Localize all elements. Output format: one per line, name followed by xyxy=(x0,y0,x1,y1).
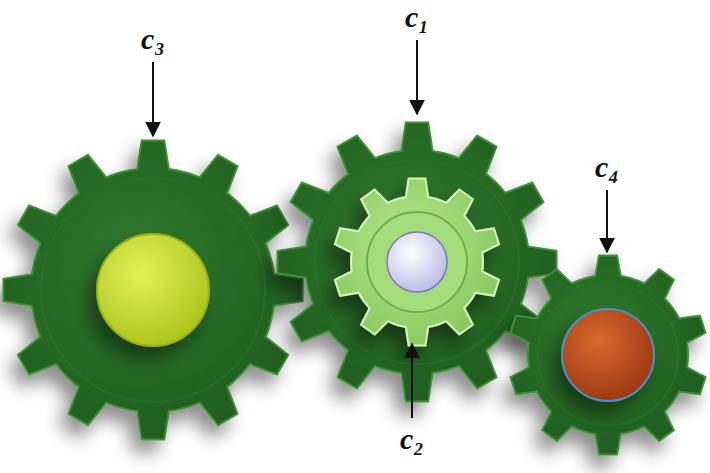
gear xyxy=(511,255,706,454)
leader-line xyxy=(411,344,413,418)
gear-hub xyxy=(97,234,209,346)
callout-label: c₄ xyxy=(595,152,619,182)
gear-hub xyxy=(562,309,654,401)
leader-line xyxy=(416,40,418,114)
leader-line xyxy=(606,190,608,252)
gear-rim xyxy=(41,178,265,402)
leader-line xyxy=(152,62,154,136)
callout-label: c₃ xyxy=(141,24,165,54)
gear-hub xyxy=(387,232,447,292)
gear xyxy=(3,140,302,439)
gear xyxy=(277,122,556,401)
inner-gear xyxy=(335,178,499,345)
callout-label: c₂ xyxy=(400,424,424,454)
gear-rim xyxy=(315,160,519,364)
leader-lines xyxy=(153,40,607,418)
callout-label: c₁ xyxy=(405,2,429,32)
inner-gear-ring xyxy=(367,212,467,312)
gear-rim xyxy=(538,285,678,425)
